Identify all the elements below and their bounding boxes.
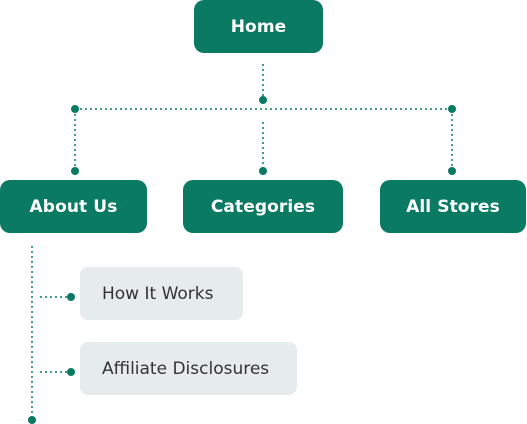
- node-dot-affiliate: [67, 368, 75, 376]
- node-dot-how-it-works: [67, 293, 75, 301]
- node-dot-trunk-end: [28, 416, 36, 424]
- node-dot-home: [259, 96, 267, 104]
- node-dot-about: [71, 167, 79, 175]
- about-us-node[interactable]: About Us: [0, 180, 147, 233]
- all-stores-node[interactable]: All Stores: [380, 180, 526, 233]
- node-dot-bus-right: [448, 105, 456, 113]
- categories-node[interactable]: Categories: [183, 180, 343, 233]
- how-it-works-node[interactable]: How It Works: [80, 267, 243, 320]
- node-dot-stores: [448, 167, 456, 175]
- affiliate-disclosures-node[interactable]: Affiliate Disclosures: [80, 342, 297, 395]
- home-node[interactable]: Home: [194, 0, 323, 53]
- node-dot-bus-left: [71, 105, 79, 113]
- node-dot-categories: [259, 167, 267, 175]
